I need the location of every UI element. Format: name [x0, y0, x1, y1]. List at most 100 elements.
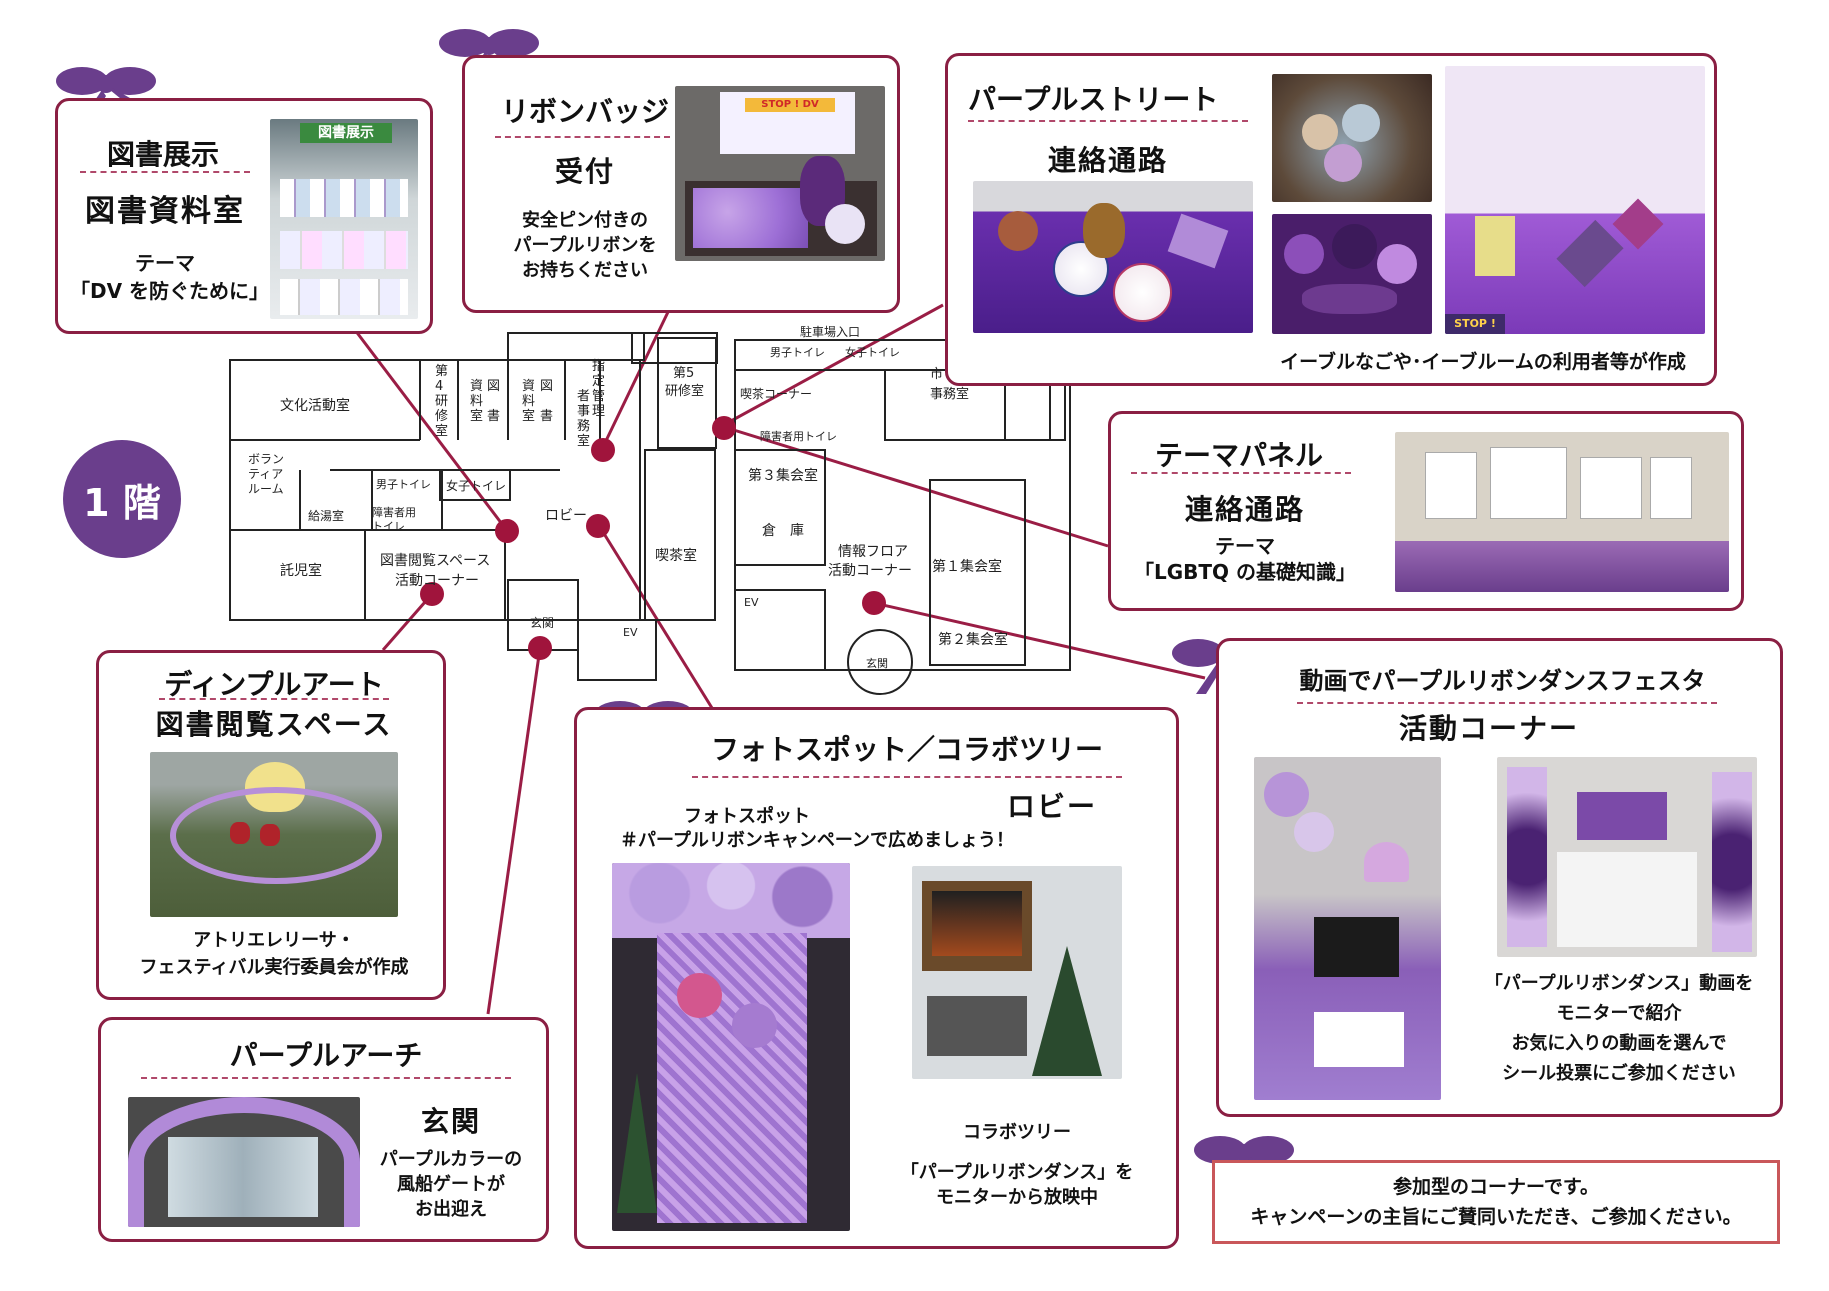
card-title: パープルストリート [968, 83, 1219, 116]
room-volunteer-1: ボラン [248, 452, 284, 466]
card-title: テーマパネル [1154, 439, 1323, 472]
desc-line-1: パープルカラーの [379, 1149, 523, 1170]
desc-line-3: お出迎え [415, 1199, 487, 1220]
room-joho-1: 情報フロア [838, 544, 908, 560]
room-shiryo2-2: 料 [522, 394, 535, 409]
book-sign-text: 図書展示 [300, 123, 392, 143]
room-shi-1: 市 [930, 366, 943, 382]
room-kensyu4-4: 修 [435, 409, 448, 424]
room-shitei-8: 室 [577, 433, 590, 449]
room-shiryo1-2: 料 [470, 394, 483, 409]
room-ev2: EV [744, 596, 759, 609]
room-kensyu4-1: 第 [435, 364, 448, 379]
collabo-tree-photo [912, 866, 1122, 1079]
credit-line-1: アトリエレリーサ・ [193, 930, 355, 951]
theme-text: 「LGBTQ の基礎知識」 [1133, 560, 1356, 584]
room-girls2: 女子トイレ [845, 345, 900, 359]
theme-text: 「DV を防ぐために」 [70, 279, 270, 303]
note-line-1: 参加型のコーナーです。 [1393, 1176, 1599, 1198]
card-purple-street: パープルストリート 連絡通路 STOP ! DV イーブルなごや･イーブルームの… [945, 53, 1717, 386]
room-accessible2: 障害者用トイレ [760, 429, 837, 443]
book-shelf-photo: 図書展示 [270, 119, 418, 319]
card-title: リボンバッジ [500, 95, 669, 128]
card-book-display: 図書展示 図書資料室 テーマ 「DV を防ぐために」 図書展示 [55, 98, 433, 334]
room-volunteer-3: ルーム [248, 482, 284, 496]
card-dance-festa: 動画でパープルリボンダンスフェスタ 活動コーナー 「パープルリボンダンス」動画を… [1216, 638, 1783, 1117]
theme-label: テーマ [1215, 534, 1275, 558]
floor-label: 1 階 [83, 480, 161, 525]
room-shiryo2-1: 資 [522, 379, 535, 394]
card-photo-spot: フォトスポット／コラボツリー ロビー フォトスポット ＃パープルリボンキャンペー… [574, 707, 1179, 1249]
floor-badge: 1 階 [63, 440, 181, 558]
map-pins [420, 416, 886, 660]
room-boys2: 男子トイレ [770, 346, 825, 359]
card-location: 図書資料室 [85, 194, 245, 229]
desc-line-1: 「パープルリボンダンス」動画を [1484, 973, 1754, 994]
room-kissa-corner: 喫茶コーナー [740, 386, 812, 401]
room-parking: 駐車場入口 [800, 324, 860, 339]
room-ev: EV [623, 626, 638, 639]
desc-line-2: モニターで紹介 [1556, 1003, 1682, 1024]
dance-board-photo [1497, 757, 1757, 957]
photo-sub1: フォトスポット [684, 806, 810, 827]
room-shitei-7: 務 [577, 419, 590, 434]
room-dai3: 第３集会室 [748, 467, 818, 484]
card-location: 図書閲覧スペース [155, 708, 393, 741]
desc-line-3: お気に入りの動画を選んで [1511, 1033, 1727, 1054]
card-location: ロビー [1006, 790, 1097, 823]
card-location: 活動コーナー [1398, 712, 1579, 745]
room-girls1: 女子トイレ [446, 478, 506, 493]
room-lobby: ロビー [545, 508, 587, 524]
room-kensyu5-1: 第5 [673, 366, 694, 381]
room-kissa: 喫茶室 [655, 547, 697, 564]
room-shitei-4: 理 [592, 404, 605, 419]
card-title: フォトスポット／コラボツリー [710, 733, 1103, 766]
tree-desc-1: 「パープルリボンダンス」を [900, 1162, 1134, 1183]
tree-desc-2: モニターから放映中 [936, 1187, 1098, 1208]
room-dai2: 第２集会室 [938, 631, 1008, 648]
room-shi-2: 事務室 [930, 386, 969, 402]
room-volunteer-2: ティア [248, 467, 283, 481]
room-dai1: 第１集会室 [932, 558, 1002, 575]
room-genkan: 玄関 [530, 615, 554, 630]
credit-line-2: フェスティバル実行委員会が作成 [139, 957, 409, 978]
room-soko: 倉 庫 [762, 522, 804, 539]
room-accessible1-1: 障害者用 [372, 505, 416, 519]
dimple-tree-photo [150, 752, 398, 917]
room-shitei-2: 定 [592, 374, 605, 389]
flowers-photo [1272, 214, 1432, 334]
photo-sub2: ＃パープルリボンキャンペーンで広めましょう！ [619, 830, 1015, 851]
card-location: 連絡通路 [1184, 493, 1305, 526]
card-title: 図書展示 [106, 138, 219, 171]
desc-line-2: 風船ゲートが [397, 1174, 505, 1195]
monitor-table-photo [1254, 757, 1441, 1100]
ribbon-badge-photo: STOP ! DV [675, 86, 885, 261]
card-ribbon-badge: リボンバッジ 受付 安全ピン付きの パープルリボンを お持ちください STOP … [462, 55, 900, 313]
branch-display-photo: STOP ! DV [1445, 66, 1705, 334]
room-shitei-3: 管 [592, 389, 605, 404]
room-kensyu5-2: 研修室 [665, 383, 704, 399]
card-location: 受付 [554, 155, 615, 188]
room-genkan2: 玄関 [866, 656, 888, 670]
desc-line-1: 安全ピン付きの [522, 210, 648, 231]
card-dimple-art: ディンプルアート 図書閲覧スペース アトリエレリーサ・ フェスティバル実行委員会… [96, 650, 446, 1000]
stop-dv-text: STOP ! DV [745, 98, 835, 112]
balloon-arch-photo [128, 1097, 360, 1227]
room-boys1: 男子トイレ [376, 478, 431, 491]
room-joho-2: 活動コーナー [828, 563, 912, 579]
room-kyuto: 給湯室 [308, 508, 344, 523]
note-line-2: キャンペーンの主旨にご賛同いただき、ご参加ください。 [1250, 1206, 1742, 1228]
participation-note: 参加型のコーナーです。 キャンペーンの主旨にご賛同いただき、ご参加ください。 [1212, 1160, 1780, 1244]
room-shiryo2-3: 室 [522, 408, 535, 424]
room-kensyu4-3: 研 [435, 394, 448, 409]
room-bunka: 文化活動室 [280, 397, 350, 414]
panel-wall-photo [1395, 432, 1729, 592]
card-location: 玄関 [420, 1105, 481, 1138]
room-accessible1-2: トイレ [372, 520, 405, 533]
tree-label: コラボツリー [963, 1122, 1071, 1143]
room-shiryo1-3: 室 [470, 408, 483, 424]
room-shitei-6: 事 [577, 404, 590, 419]
desc-line-2: パープルリボンを [513, 235, 657, 256]
card-title: ディンプルアート [164, 668, 384, 701]
desc-line-4: シール投票にご参加ください [1502, 1063, 1736, 1084]
